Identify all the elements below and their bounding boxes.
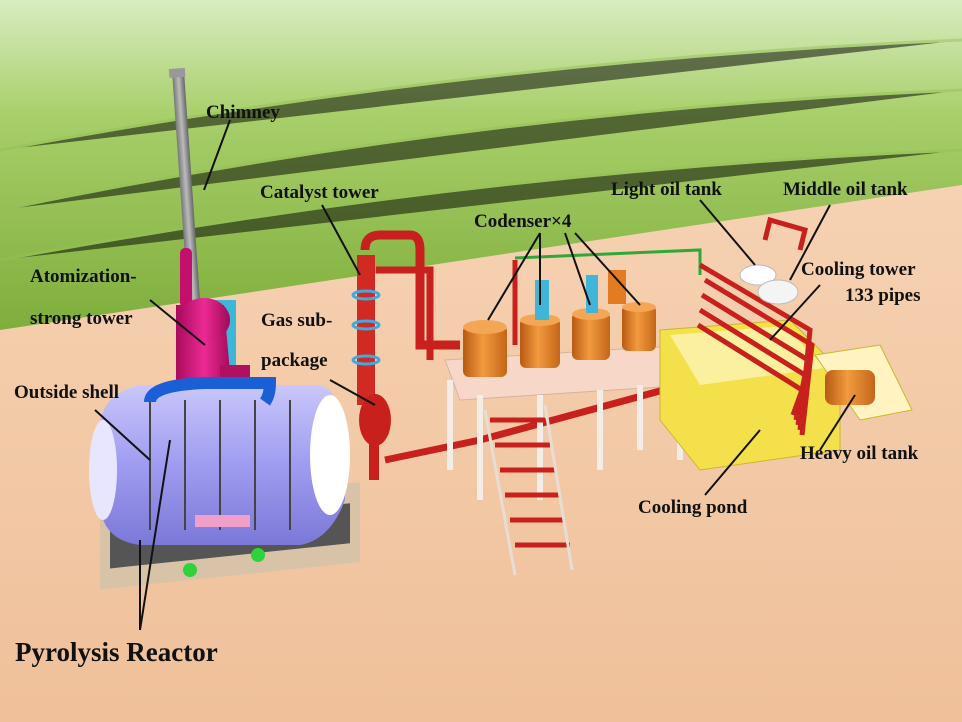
label-atomization: Atomization- <box>30 266 137 287</box>
oil-tanks-top <box>739 264 799 305</box>
label-chimney: Chimney <box>206 102 280 123</box>
label-condenser: Codenser×4 <box>474 211 572 232</box>
condenser-tanks <box>463 270 656 377</box>
heavy-oil-tank <box>814 344 913 421</box>
stairs <box>490 417 570 548</box>
label-atomization-tower: strong tower <box>30 308 133 329</box>
label-gas-sub-package: package <box>261 350 328 371</box>
label-catalyst-tower: Catalyst tower <box>260 182 379 203</box>
cooling-tower <box>696 216 815 436</box>
leader-lines <box>94 119 856 631</box>
label-heavy-oil-tank: Heavy oil tank <box>800 443 919 464</box>
label-outside-shell: Outside shell <box>14 382 120 403</box>
label-gas-sub: Gas sub- <box>261 310 333 331</box>
label-light-oil-tank: Light oil tank <box>611 179 722 200</box>
label-cooling-pond: Cooling pond <box>638 497 748 518</box>
label-middle-oil-tank: Middle oil tank <box>783 179 908 200</box>
field-rows <box>0 38 962 262</box>
label-cooling-tower: Cooling tower <box>801 259 916 280</box>
label-cooling-tower-pipes: 133 pipes <box>845 285 921 306</box>
label-pyrolysis-reactor: Pyrolysis Reactor <box>15 637 218 667</box>
pyrolysis-reactor <box>89 377 360 590</box>
condenser-platform <box>444 248 702 576</box>
